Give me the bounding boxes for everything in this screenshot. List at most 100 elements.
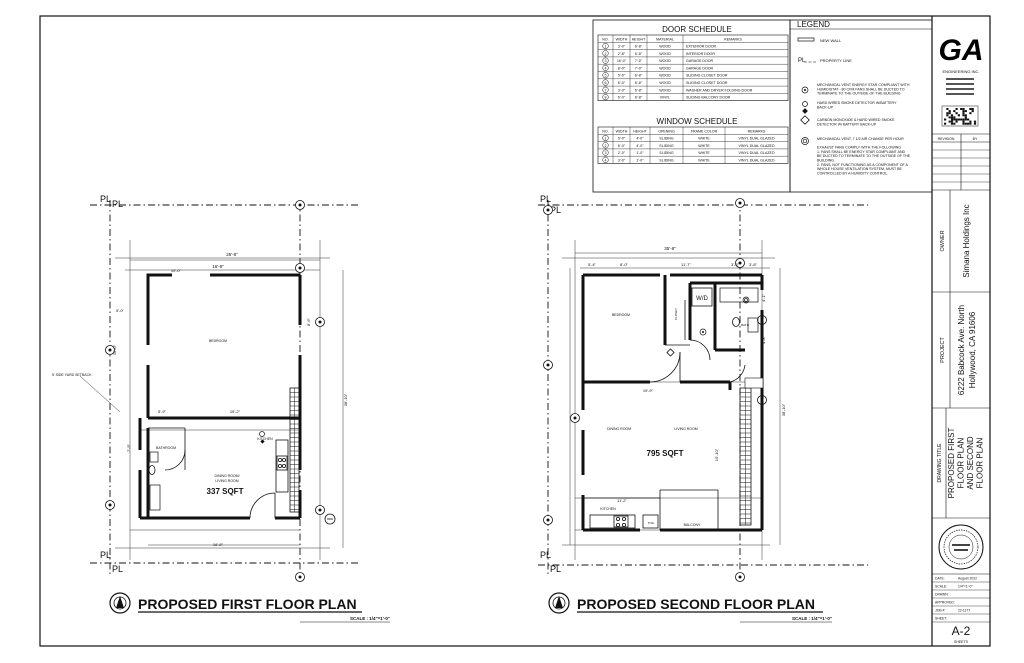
legend-exhaust-line-5: BUILDING. — [817, 159, 835, 163]
room-kitchen-1: KITCHEN — [257, 437, 273, 441]
window-cell-2-2: 1'-0" — [636, 151, 644, 155]
legend-new-wall: NEW WALL — [820, 38, 842, 43]
dim-first-5: 15'-2" — [230, 409, 241, 414]
vanity-icon-2 — [747, 317, 759, 333]
dim-second-9: 10'-10" — [714, 448, 719, 461]
co-detector-icon — [800, 115, 810, 125]
legend-exhaust-text: MECHANICAL VENT, 7 1/2 AIR CHANGE PER HO… — [817, 137, 911, 175]
door-cell-5-0: 6 — [605, 81, 607, 85]
legend-vent-line-0: MECHANICAL VENT ENERGY STAR COMPLIANT WI… — [817, 83, 910, 87]
window-cell-0-4: WHITE — [698, 137, 710, 141]
dim-first-1: 25'-8" — [226, 252, 238, 257]
window-header-2: HEIGHT — [633, 129, 647, 133]
window-cell-2-3: SLIDING — [659, 151, 674, 155]
legend-property-line: PROPERTY LINE — [820, 58, 852, 63]
door-cell-4-4: SLIDING CLOSET DOOR — [686, 74, 728, 78]
revision-label: REVISION — [938, 137, 955, 141]
door-cell-3-3: WOOD — [659, 66, 671, 70]
door-cell-2-1: 16'-0" — [617, 59, 627, 63]
firm-logo: GA — [939, 34, 984, 67]
pl-top-left-s: PL — [540, 194, 551, 204]
door-swing — [249, 492, 276, 519]
window-cell-1-4: WHITE — [698, 144, 710, 148]
legend-co-line-0: CARBON MONOXIDE & HARD WIRED SMOKE — [817, 118, 895, 122]
compass-icon-2 — [548, 592, 570, 614]
pl-top-left-2: PL — [112, 199, 123, 209]
dim-first-10: 5'-0" — [116, 308, 125, 313]
legend-panel: LEGEND NEW WALL PL PROPERTY LINE MECHANI… — [789, 19, 933, 193]
dim-first-9: 8'-6" — [306, 317, 311, 326]
door-cell-4-0: 5 — [605, 74, 607, 78]
door-cell-3-2: 7'-0" — [635, 66, 643, 70]
door-cell-1-1: 2'-8" — [618, 52, 626, 56]
window-header-3: OPENING — [658, 129, 675, 133]
door-cell-4-1: 5'-0" — [618, 74, 626, 78]
dim-second-7: 19'-9" — [643, 388, 654, 393]
dim-first-3: 10'-0" — [171, 268, 182, 273]
owner-name: Simana Holdings Inc — [962, 204, 971, 277]
door-cell-5-2: 6'-8" — [635, 81, 643, 85]
info-label-2: DRAWN: — [935, 593, 949, 597]
window-cell-0-1: 5'-0" — [618, 137, 626, 141]
first-floor-title: PROPOSED FIRST FLOOR PLAN — [138, 596, 357, 612]
room-living-2: LIVING ROOM — [674, 427, 697, 431]
second-floor-scale: SCALE : 1/4"=1'-0" — [792, 616, 832, 621]
room-toil-2: TOIL — [648, 521, 655, 525]
vanity-icon — [149, 451, 159, 463]
room-kitchen-2: KITCHEN — [600, 507, 616, 511]
info-value-4: 22-1177 — [958, 609, 970, 613]
pl-bottom-left: PL — [100, 550, 111, 560]
door-cell-3-4: GARAGE DOOR — [686, 66, 714, 70]
stove-icon — [276, 455, 288, 471]
project-address-2: Hollywood, CA 91606 — [968, 311, 977, 388]
window-cell-0-5: VINYL DUAL GLAZED — [738, 137, 774, 141]
info-label-1: SCALE: — [935, 585, 947, 589]
stove-icon-2 — [613, 515, 629, 528]
door-cell-3-1: 8'-0" — [618, 66, 626, 70]
info-label-4: JOB #: — [935, 609, 945, 613]
window-header-0: NO. — [602, 129, 608, 133]
room-wd-2: W/D — [696, 296, 708, 302]
legend-smoke-line-0: HARD WIRED SMOKE DETECTOR W/BATTERY — [817, 101, 897, 105]
legend-exhaust-line-0: MECHANICAL VENT, 7 1/2 AIR CHANGE PER HO… — [817, 137, 904, 141]
door-header-0: NO. — [602, 37, 608, 41]
smoke-detector-icon — [802, 101, 808, 114]
pl-top-left-s2: PL — [550, 205, 561, 215]
first-floor-scale: SCALE : 1/4"=1'-0" — [350, 616, 390, 621]
door-header-4: REMARKS — [724, 37, 742, 41]
grid-bubbles-first — [105, 200, 325, 582]
door-cell-7-1: 6'-0" — [618, 96, 626, 100]
door-cell-1-3: WOOD — [659, 52, 671, 56]
door-cell-7-3: VINYL — [660, 96, 670, 100]
door-cell-7-0: 8 — [605, 96, 607, 100]
window-cell-2-5: VINYL DUAL GLAZED — [738, 151, 774, 155]
tub-icon — [719, 287, 759, 303]
pl-top-left: PL — [100, 194, 111, 204]
drawing-title-line-1: FLOOR PLAN — [957, 437, 966, 488]
window-cell-3-2: 1'-0" — [636, 158, 644, 162]
door-cell-2-4: GARAGE DOOR — [686, 59, 714, 63]
new-wall-symbol — [797, 37, 815, 42]
room-bedroom-2: BEDROOM — [612, 313, 630, 317]
door-cell-1-4: INTERIOR DOOR — [686, 52, 715, 56]
legend-vent-line-2: TERMINATE TO THE OUTSIDE OF THE BUILDING — [817, 92, 901, 96]
washer-dryer-icon — [691, 287, 713, 307]
room-bathroom-1: BATHROOM — [156, 446, 176, 450]
dim-first-2: 16'-8" — [212, 264, 224, 269]
shower-icon — [149, 484, 161, 511]
legend-exhaust-line-7: WHOLE HOUSE VENTILATION SYSTEM, MUST BE — [817, 167, 903, 171]
legend-exhaust-line-8: CONTROLLED BY A HUMIDITY CONTROL. — [817, 171, 888, 175]
door-cell-4-3: WOOD — [659, 74, 671, 78]
info-value-1: 1/4"=1'-0" — [958, 585, 973, 589]
door-cell-2-2: 7'-0" — [635, 59, 643, 63]
firm-address-lines — [946, 78, 974, 95]
dim-second-10: 38'-10" — [781, 403, 786, 416]
dim-first-4: 5'-9" — [158, 409, 167, 414]
window-cell-3-1: 3'-0" — [618, 158, 626, 162]
setback-note: 5' SIDE YARD SETBACK — [52, 373, 92, 377]
door-cell-6-0: 7 — [605, 88, 607, 92]
window-cell-1-2: 4'-0" — [636, 144, 644, 148]
